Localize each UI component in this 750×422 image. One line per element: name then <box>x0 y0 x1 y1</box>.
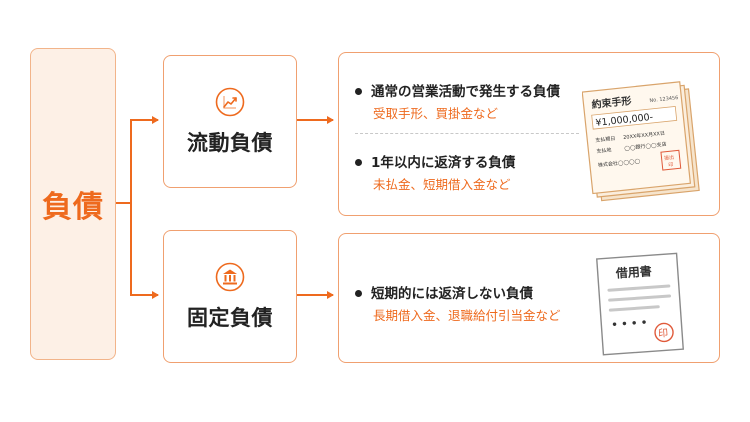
dashed-divider <box>355 133 579 134</box>
category-label: 流動負債 <box>187 130 273 155</box>
promissory-note-illustration: 約束手形 No. 123456 ¥1,000,000- 支払期日 20XX年XX… <box>582 81 700 202</box>
loan-dots: • • • • <box>611 318 648 331</box>
bullet-title: 1年以内に返済する負債 <box>371 155 516 171</box>
note-row3-label: 株式会社◯◯◯◯ <box>598 157 641 168</box>
bullet-item: 1年以内に返済する負債 <box>355 151 515 171</box>
note-number: No. 123456 <box>649 95 678 104</box>
bullet-title: 通常の営業活動で発生する負債 <box>371 84 560 100</box>
bullet-examples: 受取手形、買掛金など <box>373 106 499 121</box>
bullet-dot-icon <box>355 158 362 166</box>
note-row1-label: 支払期日 <box>595 135 616 144</box>
category-fixed-liabilities: 固定負債 <box>163 230 297 363</box>
bullet-examples: 未払金、短期借入金など <box>373 177 511 192</box>
bullet-dot-icon <box>355 87 362 95</box>
bank-icon <box>215 262 245 292</box>
bullet-title: 短期的には返済しない負債 <box>371 286 533 302</box>
loan-document-illustration: 借用書 • • • • 印 <box>596 252 685 356</box>
loan-seal: 印 <box>658 327 669 340</box>
root-label: 負債 <box>42 190 104 225</box>
category-label: 固定負債 <box>187 305 273 330</box>
seal-icon <box>654 322 674 343</box>
chart-growth-icon <box>215 87 245 117</box>
bullet-item: 短期的には返済しない負債 <box>355 282 533 302</box>
loan-title: 借用書 <box>614 263 652 281</box>
note-row1-value: 20XX年XX月XX日 <box>623 130 665 141</box>
tree-branch-line <box>116 119 157 296</box>
category-current-liabilities: 流動負債 <box>163 55 297 188</box>
note-title: 約束手形 <box>591 94 632 111</box>
bullet-dot-icon <box>355 289 362 297</box>
bullet-examples: 長期借入金、退職給付引当金など <box>373 308 561 323</box>
note-stamp-icon <box>660 149 682 171</box>
note-row2-value: ◯◯銀行◯◯支店 <box>624 141 667 152</box>
svg-text:振出: 振出 <box>664 154 675 162</box>
bullet-item: 通常の営業活動で発生する負債 <box>355 80 560 100</box>
svg-text:印: 印 <box>668 161 674 168</box>
root-node-liabilities: 負債 <box>30 48 116 360</box>
note-row2-label: 支払地 <box>596 146 612 155</box>
